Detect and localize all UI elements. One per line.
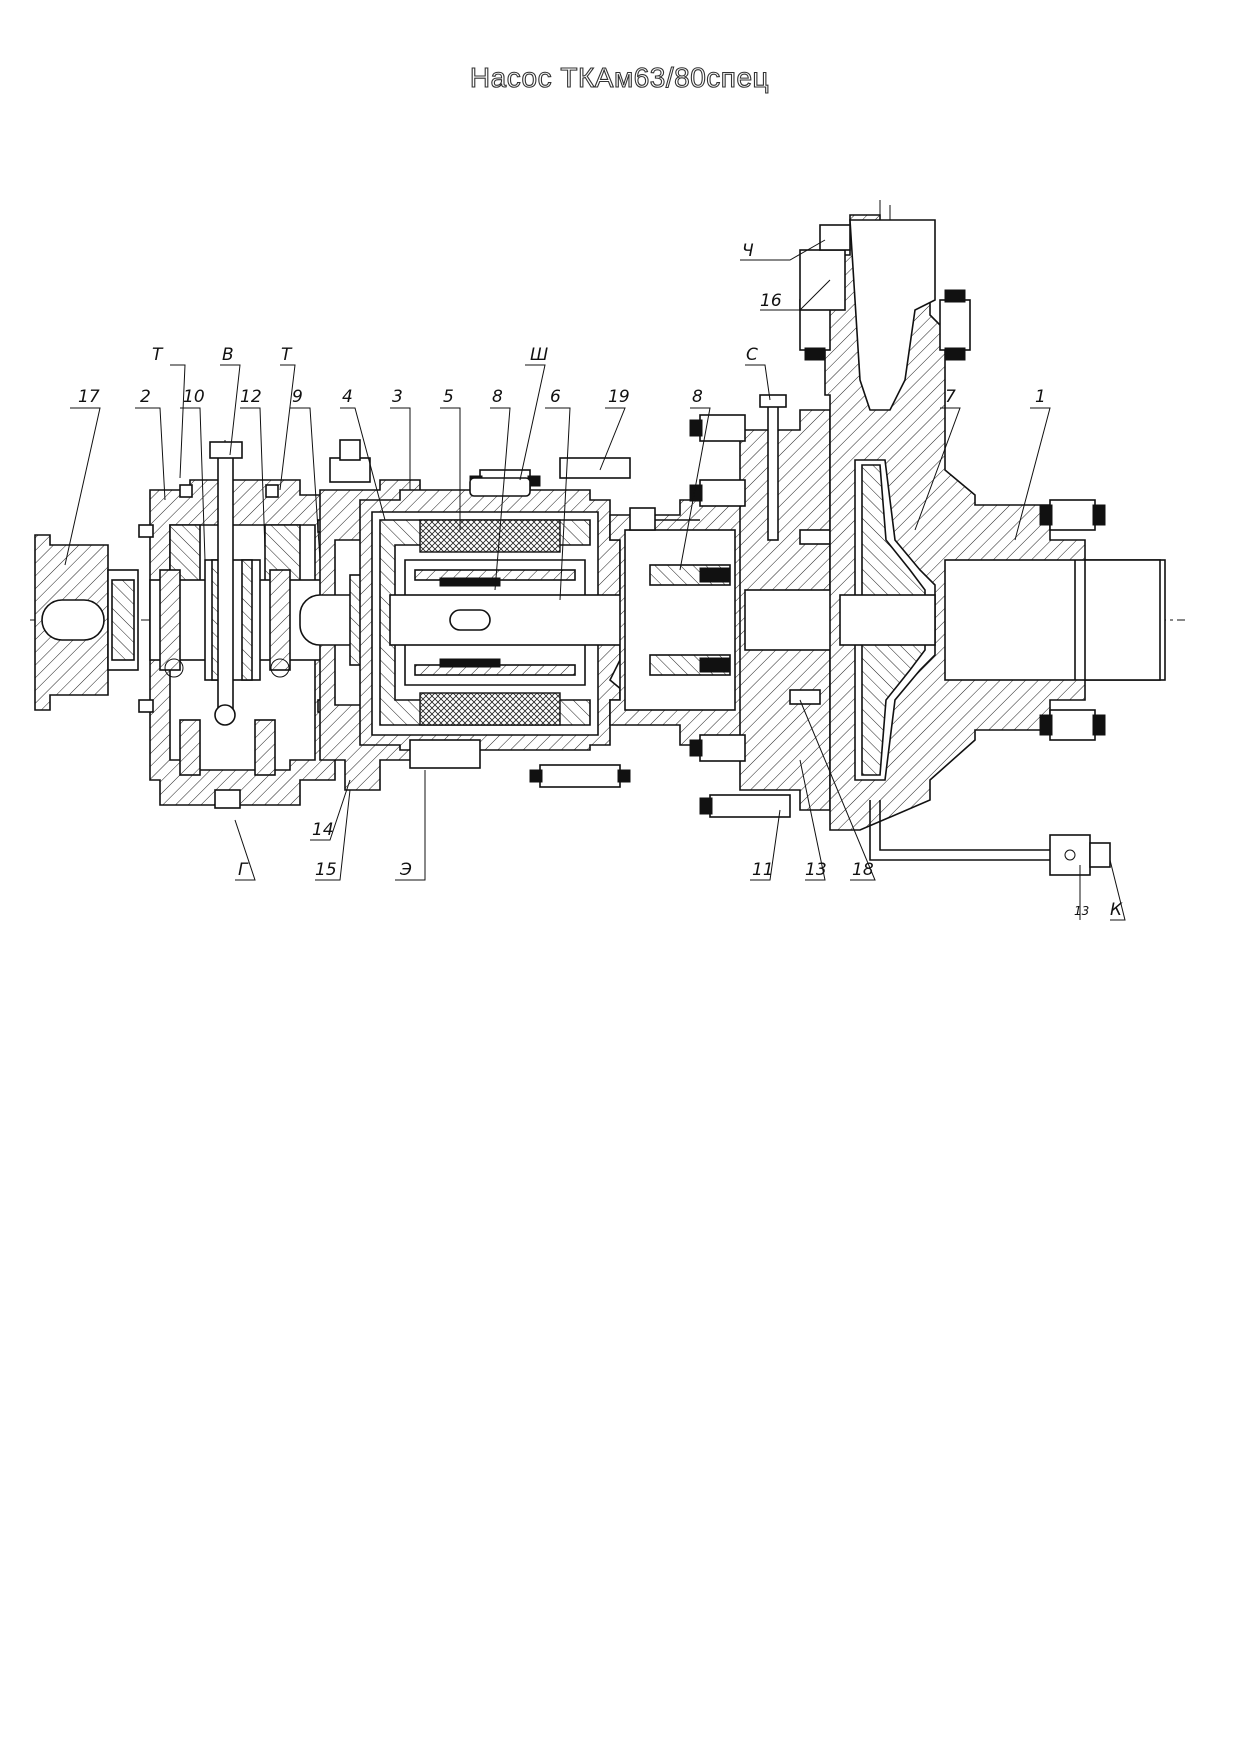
label-12: 12 (240, 387, 262, 407)
label-1: 1 (1035, 387, 1046, 407)
leader-lines (64, 239, 1126, 921)
label-17: 17 (78, 387, 100, 407)
label-T-left: Т (152, 345, 164, 365)
drawing-title: Насос ТКАм63/80спец (469, 61, 770, 93)
label-5: 5 (443, 387, 454, 407)
bearing-housing-19 (609, 499, 746, 746)
coupling-half-17 (34, 534, 139, 711)
label-18: 18 (852, 860, 874, 880)
label-6: 6 (550, 387, 561, 407)
label-13-drain: 13 (1074, 904, 1089, 918)
label-11: 11 (752, 860, 774, 880)
label-V: В (222, 345, 234, 365)
label-E: Э (399, 860, 412, 880)
label-14: 14 (312, 820, 334, 840)
label-9: 9 (292, 387, 303, 407)
label-3: 3 (392, 387, 403, 407)
label-15: 15 (315, 860, 337, 880)
label-T-right: Т (281, 345, 293, 365)
label-S: С (746, 345, 758, 365)
label-13-bottom: 13 (805, 860, 827, 880)
pump-casing-1 (799, 200, 1166, 831)
label-Ch: Ч (742, 241, 754, 261)
drain-pipe-K (869, 800, 1111, 876)
gear-housing-2 (138, 441, 336, 809)
magnetic-coupling-housing-3 (359, 457, 661, 788)
label-16: 16 (760, 291, 782, 311)
label-10: 10 (183, 387, 205, 407)
label-8-left: 8 (492, 387, 503, 407)
label-G: Г (238, 860, 249, 880)
label-8-right: 8 (692, 387, 703, 407)
callout-labels: 17 2 Т 10 В 12 Т 9 4 3 5 8 Ш 6 19 8 С 16… (78, 241, 1123, 920)
label-K: К (1110, 900, 1123, 920)
label-4: 4 (342, 387, 353, 407)
label-19: 19 (608, 387, 630, 407)
rear-cover-11 (689, 394, 866, 818)
label-Sh: Ш (530, 345, 548, 365)
label-2: 2 (140, 387, 151, 407)
label-7: 7 (945, 387, 956, 407)
